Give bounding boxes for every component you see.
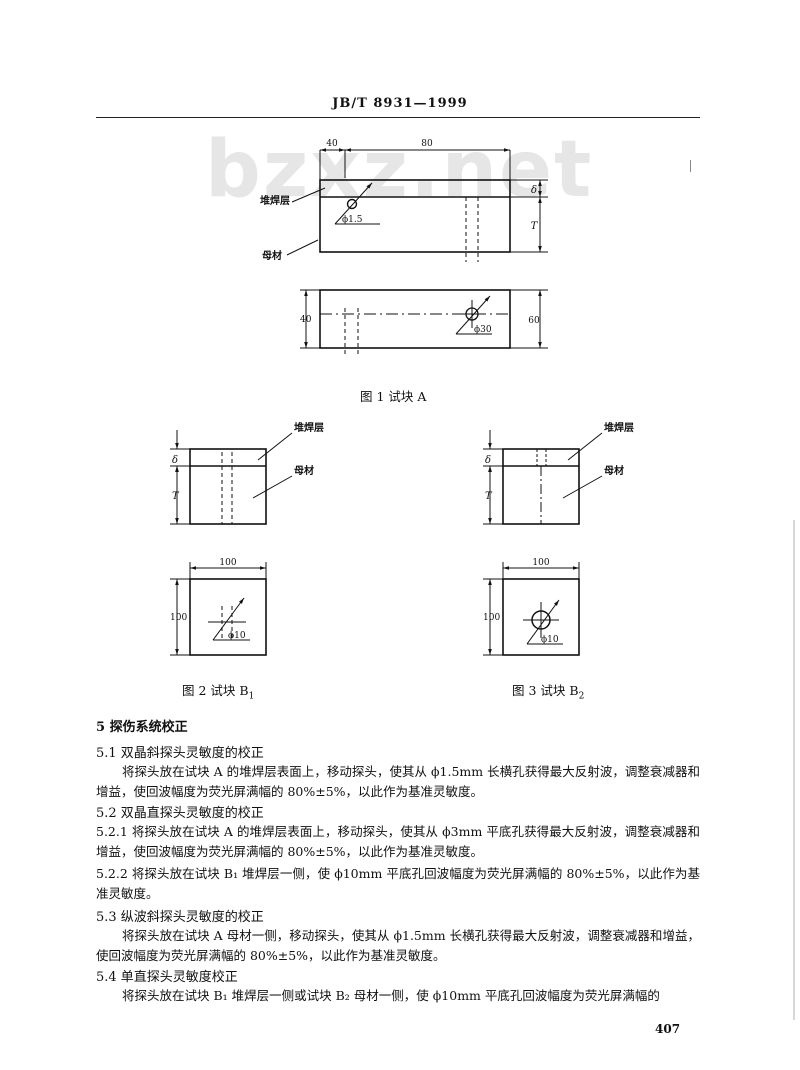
- section-5-2-2-para: 5.2.2 将探头放在试块 B₁ 堆焊层一侧，使 ϕ10mm 平底孔回波幅度为荧…: [96, 866, 700, 901]
- section-5-3-title: 5.3 纵波斜探头灵敏度的校正: [96, 910, 264, 925]
- scan-mark: [690, 160, 691, 172]
- fig1-label-base: 母材: [262, 249, 282, 262]
- fig2-top-view: [170, 562, 267, 656]
- fig2-side-view: [170, 430, 293, 525]
- fig3-caption-main: 图 3 试块 B: [512, 683, 579, 698]
- scan-edge: [793, 520, 795, 1020]
- fig3-dim-100-h: 100: [483, 613, 500, 623]
- fig1-dim-T: T: [531, 221, 539, 232]
- fig1-hole-large: ϕ30: [474, 325, 492, 335]
- watermark: bzxz.net: [205, 125, 594, 215]
- fig2-dim-100-h: 100: [170, 613, 187, 623]
- section-5-1-para: 将探头放在试块 A 的堆焊层表面上，移动探头，使其从 ϕ1.5mm 长横孔获得最…: [96, 764, 700, 799]
- fig1-dim-40: 40: [326, 139, 338, 149]
- section-5-2-1-para: 5.2.1 将探头放在试块 A 的堆焊层表面上，移动探头，使其从 ϕ3mm 平底…: [96, 824, 700, 859]
- fig1-dim-80: 80: [421, 139, 433, 149]
- page-header: JB/T 8931—1999: [332, 96, 468, 111]
- technical-drawings: 40 80 δ T 堆焊层 母材 ϕ1.5 ϕ30 40 60 δ T 堆焊层 …: [170, 139, 634, 656]
- fig3-dim-100-w: 100: [532, 558, 549, 568]
- fig1-front-view: [286, 148, 548, 262]
- fig2-label-base: 母材: [294, 464, 314, 477]
- fig2-caption-sub: 1: [248, 691, 255, 702]
- fig3-label-cladding: 堆焊层: [604, 421, 634, 434]
- fig3-hole: ϕ10: [541, 635, 559, 645]
- fig3-top-view: [483, 562, 580, 656]
- fig3-caption: 图 3 试块 B2: [512, 680, 584, 702]
- section-5-1-title: 5.1 双晶斜探头灵敏度的校正: [96, 746, 264, 761]
- fig3-side-view: [483, 430, 603, 525]
- fig3-dim-delta: δ: [485, 455, 491, 466]
- header-rule: [96, 117, 700, 118]
- fig3-label-base: 母材: [604, 464, 624, 477]
- section-5-2-title: 5.2 双晶直探头灵敏度的校正: [96, 806, 264, 821]
- fig2-dim-100-w: 100: [219, 558, 236, 568]
- fig2-dim-delta: δ: [172, 455, 178, 466]
- fig1-caption: 图 1 试块 A: [360, 389, 427, 404]
- fig2-caption: 图 2 试块 B1: [182, 680, 254, 702]
- fig1-label-cladding: 堆焊层: [260, 194, 290, 207]
- fig2-hole: ϕ10: [228, 631, 246, 641]
- fig3-caption-sub: 2: [578, 691, 585, 702]
- fig1-dim-40-side: 40: [300, 315, 312, 325]
- page-number: 407: [655, 1022, 681, 1036]
- fig1-dim-60: 60: [528, 316, 540, 326]
- section-5-4-title: 5.4 单直探头灵敏度校正: [96, 970, 238, 985]
- fig1-dim-delta: δ: [531, 185, 537, 196]
- section-5-3-para: 将探头放在试块 A 母材一侧，移动探头，使其从 ϕ1.5mm 长横孔获得最大反射…: [96, 928, 700, 963]
- section-5-4-para: 将探头放在试块 B₁ 堆焊层一侧或试块 B₂ 母材一侧，使 ϕ10mm 平底孔回…: [122, 988, 660, 1003]
- fig3-dim-T: T: [485, 491, 493, 502]
- section-5-title: 5 探伤系统校正: [96, 720, 188, 735]
- fig1-hole-small: ϕ1.5: [342, 215, 363, 225]
- fig1-bottom-view: [300, 289, 548, 356]
- fig2-caption-main: 图 2 试块 B: [182, 683, 249, 698]
- fig2-dim-T: T: [172, 491, 180, 502]
- fig2-label-cladding: 堆焊层: [294, 421, 324, 434]
